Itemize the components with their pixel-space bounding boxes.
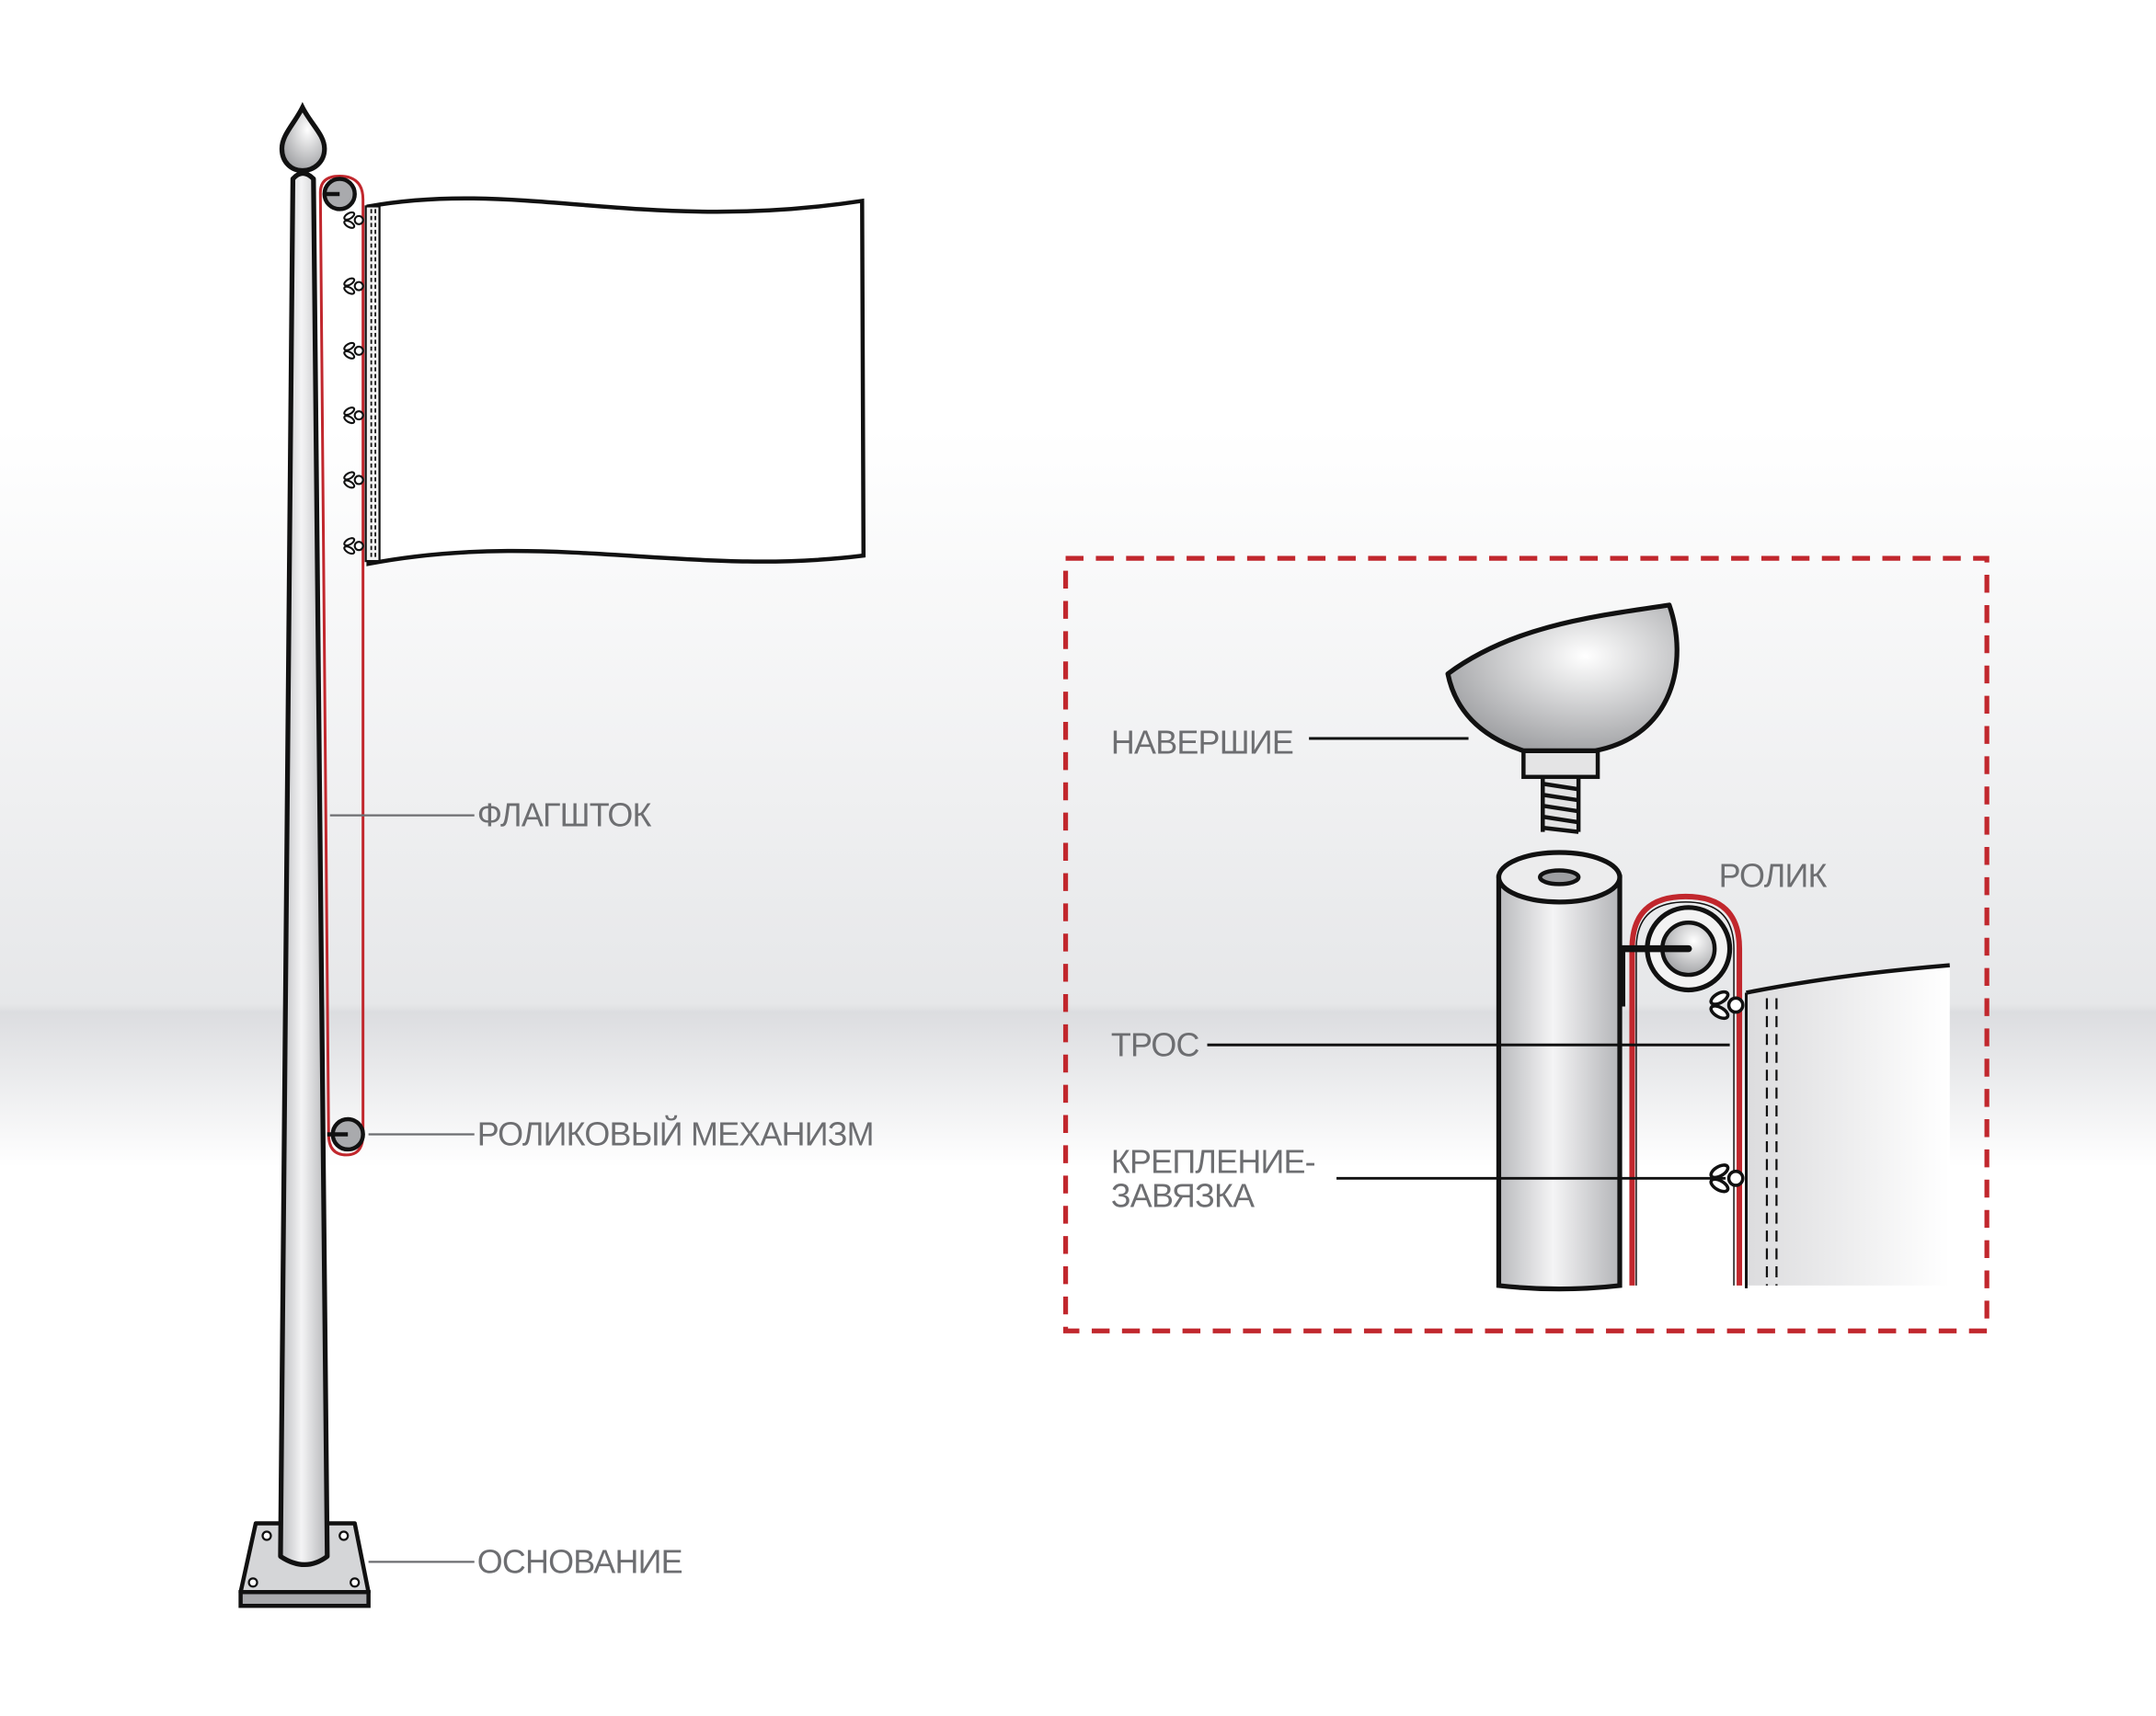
bolt-icon <box>247 1577 258 1588</box>
flag <box>366 196 866 566</box>
tie-knot-icon <box>1709 1163 1745 1194</box>
tie-knot-icon <box>343 406 364 425</box>
pulley-mechanism-label: РОЛИКОВЫЙ МЕХАНИЗМ <box>477 1115 874 1152</box>
inset-frame <box>1062 555 1990 1333</box>
flag-hem <box>364 205 381 563</box>
tie-knot-icon <box>343 277 364 295</box>
top-pulley <box>322 177 357 212</box>
inset-finial <box>1445 602 1680 834</box>
flagpole-shaft <box>278 170 330 1567</box>
tie-label-line1: КРЕПЛЕНИЕ- <box>1111 1143 1315 1180</box>
finial-label: НАВЕРШИЕ <box>1111 724 1293 761</box>
tie-knot-icon <box>343 471 364 489</box>
inset-roller <box>1619 905 1733 1007</box>
tie-knot-icon <box>343 537 364 555</box>
tie-knot-icon <box>343 341 364 360</box>
detail-inset: НАВЕРШИЕ РОЛИК ТРОС КРЕПЛЕНИЕ- ЗАВЯЗКА <box>1062 555 1990 1333</box>
finial <box>279 101 327 174</box>
bottom-pulley <box>327 1116 365 1152</box>
tie-knot-icon <box>343 211 364 229</box>
inset-flag <box>1745 963 1950 1288</box>
tie-knot-icon <box>1709 990 1745 1021</box>
base-label: ОСНОВАНИЕ <box>477 1543 682 1580</box>
bolt-icon <box>261 1530 272 1541</box>
inset-pole <box>1496 850 1623 1292</box>
tie-label-line2: ЗАВЯЗКА <box>1111 1178 1255 1215</box>
bolt-icon <box>350 1577 361 1588</box>
pulley-label: РОЛИК <box>1719 857 1828 894</box>
rope-label: ТРОС <box>1111 1026 1199 1063</box>
flagpole-label: ФЛАГШТОК <box>477 797 652 834</box>
bolt-icon <box>338 1530 350 1541</box>
inset-rope <box>1629 893 1743 1286</box>
